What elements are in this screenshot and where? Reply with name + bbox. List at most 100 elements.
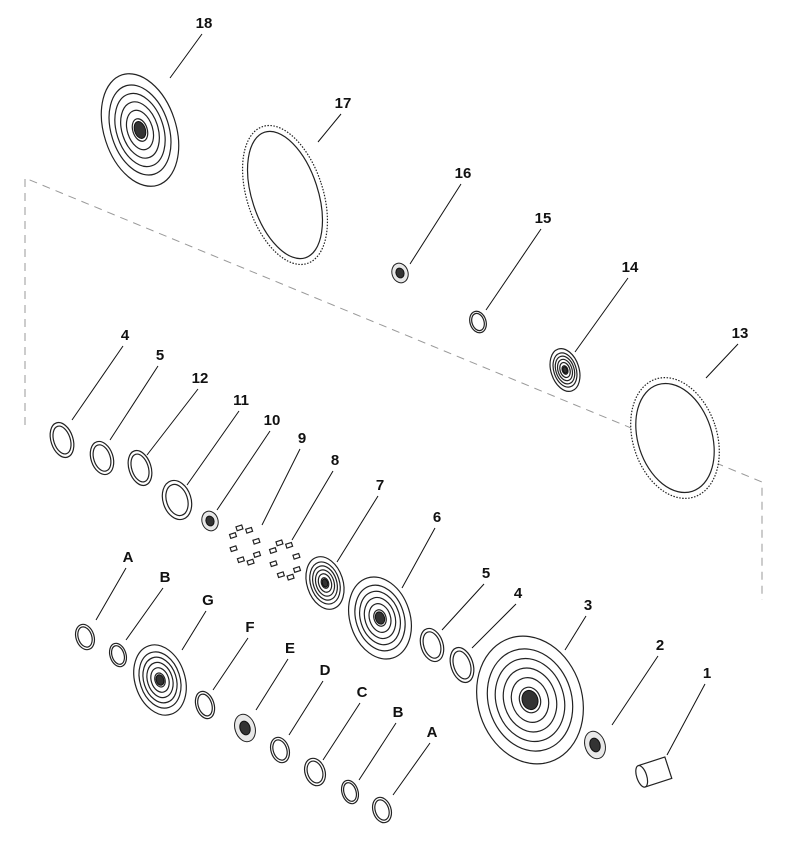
nut-bore	[395, 267, 405, 279]
disc-hub	[321, 578, 329, 588]
part-4b	[449, 646, 475, 684]
ring-inner	[422, 631, 442, 659]
part-18	[100, 73, 180, 187]
callout-label: 18	[196, 15, 213, 32]
callout-label: D	[320, 662, 331, 679]
part-15	[469, 310, 487, 334]
ring-inner	[92, 444, 112, 472]
part-5a	[89, 440, 115, 476]
leader-line	[358, 722, 397, 781]
leader-line	[317, 113, 342, 143]
nut-bore	[205, 515, 215, 527]
leader-line	[336, 495, 379, 563]
callout-label: 4	[121, 327, 130, 344]
pin-piece	[275, 539, 284, 547]
part-9	[228, 524, 262, 566]
part-8	[268, 539, 302, 581]
part-Ba	[108, 642, 128, 668]
part-E	[234, 713, 256, 743]
callout-label: 11	[233, 392, 249, 409]
leader-line	[441, 583, 485, 631]
callout-label: 5	[156, 347, 164, 364]
ring-inner	[52, 425, 72, 455]
ring-inner	[306, 760, 324, 784]
part-Bb	[340, 779, 360, 805]
part-7	[305, 556, 345, 610]
callout-label: 8	[331, 452, 339, 469]
part-11	[161, 479, 193, 521]
pin-piece	[246, 558, 255, 566]
callout-label: 13	[732, 325, 749, 342]
pin-piece	[286, 573, 295, 581]
ring-inner	[471, 312, 485, 332]
leader-line	[409, 183, 462, 265]
callout-label: 7	[376, 477, 384, 494]
ring-inner	[272, 739, 288, 761]
callout-label: 10	[264, 412, 281, 429]
part-10	[201, 510, 219, 532]
leader-line	[71, 345, 124, 421]
leader-line	[401, 527, 436, 589]
ring-inner	[342, 782, 358, 802]
part-6	[348, 576, 412, 660]
disc-hub	[562, 366, 568, 374]
leader-line	[261, 448, 301, 526]
leader-line	[288, 680, 324, 736]
leader-line	[146, 388, 199, 456]
part-4a	[49, 421, 75, 459]
leader-line	[169, 33, 203, 79]
callout-label: E	[285, 640, 295, 657]
pin-piece	[276, 571, 286, 579]
part-G	[133, 644, 187, 716]
leader-line	[471, 603, 517, 649]
pin-piece	[252, 537, 261, 545]
part-3	[476, 635, 584, 765]
leader-line	[125, 587, 164, 641]
part-1	[635, 756, 673, 788]
disc-hub	[521, 689, 539, 711]
callout-label: 3	[584, 597, 592, 614]
leader-line	[564, 615, 587, 651]
callout-label: 5	[482, 565, 490, 582]
ring-inner	[77, 626, 93, 648]
callout-label: C	[357, 684, 368, 701]
cylinder-end	[635, 764, 649, 788]
disc-hub	[133, 121, 147, 139]
callout-label: 14	[622, 259, 639, 276]
leader-line	[109, 365, 159, 441]
callout-label: 15	[535, 210, 552, 227]
leader-line	[186, 410, 240, 486]
leader-line	[574, 277, 629, 353]
part-16	[391, 262, 409, 284]
part-Aa	[74, 623, 96, 651]
part-14	[549, 348, 581, 392]
callout-label: 1	[703, 665, 711, 682]
part-Ab	[371, 796, 393, 824]
ring-inner	[130, 453, 150, 483]
callout-label: 17	[335, 95, 352, 112]
pin-piece	[228, 531, 238, 540]
leader-line	[392, 742, 431, 796]
nut-bore	[239, 720, 251, 736]
callout-label: F	[245, 619, 254, 636]
part-13	[630, 377, 720, 499]
leader-line	[291, 470, 334, 541]
leader-line	[485, 228, 542, 311]
pin-piece	[244, 526, 254, 534]
part-12	[127, 449, 153, 487]
leader-line	[705, 343, 739, 379]
callout-label: 4	[514, 585, 523, 602]
pin-piece	[235, 524, 244, 532]
part-5b	[419, 627, 445, 663]
leader-line	[611, 655, 659, 726]
callout-label: B	[393, 704, 404, 721]
leader-line	[255, 658, 289, 711]
pin-piece	[292, 552, 301, 560]
callout-label: 16	[455, 165, 472, 182]
ring-inner	[197, 693, 213, 717]
part-D	[269, 736, 291, 764]
gear-inner-rim	[635, 382, 715, 494]
callout-label: 6	[433, 509, 441, 526]
